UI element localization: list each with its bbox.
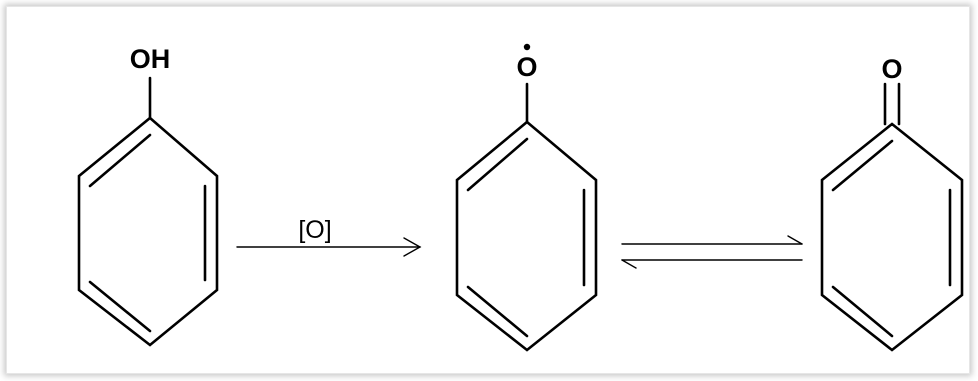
reagent-label: [O] (298, 216, 331, 244)
double-bond-inner (831, 285, 894, 338)
phenol-molecule: OH (77, 44, 219, 347)
oxygen-label: O (516, 52, 537, 82)
phenoxy-radical-molecule: O (455, 43, 598, 352)
forward-arrow-barb (787, 235, 803, 245)
ring (820, 122, 964, 352)
benzene-ring (77, 116, 219, 347)
double-bond-inner (466, 285, 529, 338)
equilibrium-arrows (621, 235, 803, 269)
carbonyl-oxygen-label: O (881, 54, 902, 84)
double-bond-inner (831, 139, 894, 192)
reverse-arrow-barb (621, 259, 637, 269)
oxidation-arrow: [O] (236, 216, 422, 257)
radical-dot-icon (523, 43, 531, 51)
cyclohexadienone-molecule: O (820, 54, 964, 352)
double-bond-inner (466, 137, 529, 192)
double-bond-inner (88, 133, 152, 188)
arrow-head (403, 237, 422, 257)
benzene-ring (455, 120, 598, 352)
double-bond-inner (88, 280, 152, 333)
hydroxyl-label: OH (130, 44, 171, 74)
